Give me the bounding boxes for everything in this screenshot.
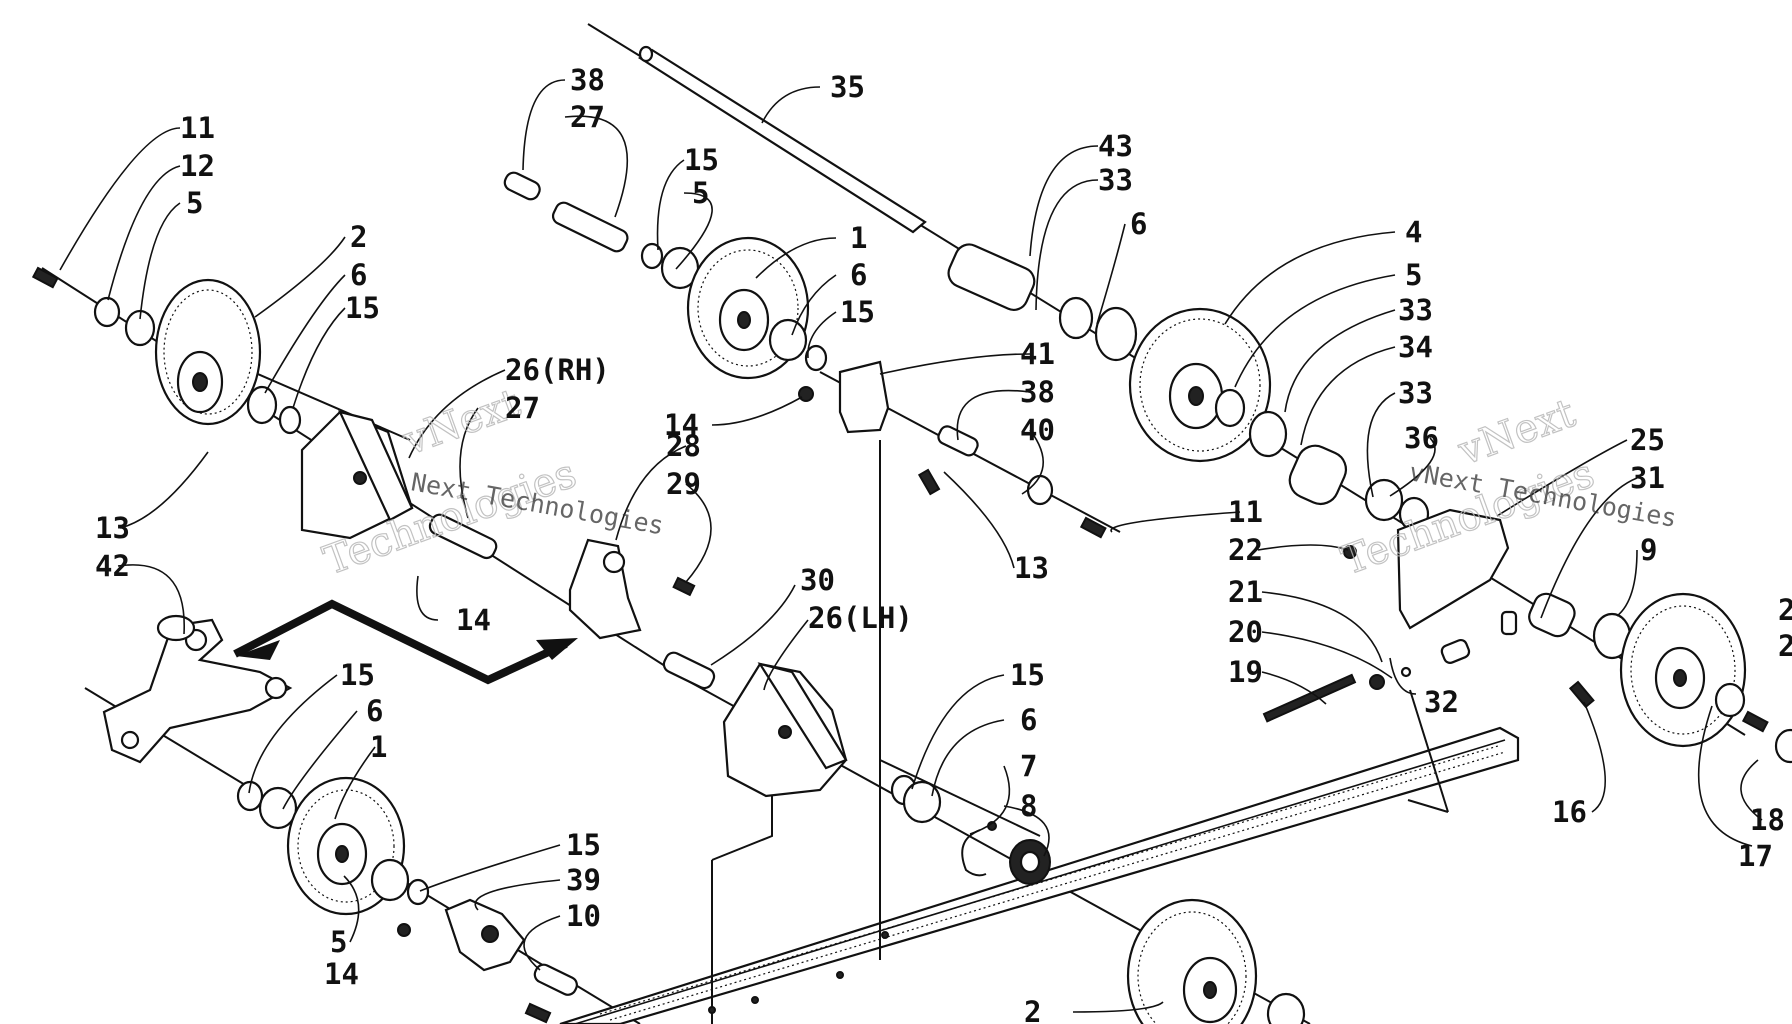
callout-42: 42	[95, 549, 130, 583]
callout-6: 6	[366, 694, 383, 728]
callout-12: 12	[180, 149, 215, 183]
callout-4: 4	[1405, 215, 1422, 249]
callout-40: 40	[1020, 413, 1055, 447]
callout-33: 33	[1098, 163, 1133, 197]
callout-20: 20	[1228, 615, 1263, 649]
bracket-26-lh	[662, 651, 848, 798]
bracket-28	[568, 538, 696, 640]
callout-31: 31	[1630, 461, 1665, 495]
callout-5: 5	[692, 176, 709, 210]
callout-10: 10	[566, 899, 601, 933]
callout-33: 33	[1398, 376, 1433, 410]
callout-18: 18	[1750, 803, 1785, 837]
callout-5: 5	[330, 925, 347, 959]
callout-22: 22	[1228, 533, 1263, 567]
callout-1: 1	[370, 730, 387, 764]
callout-29: 29	[666, 467, 701, 501]
wheel-4-upper-right	[947, 243, 1430, 532]
callout-21: 21	[1228, 575, 1263, 609]
callout-27: 27	[570, 100, 605, 134]
callout-6: 6	[1130, 207, 1147, 241]
wheel-1-upper	[503, 171, 828, 380]
callout-6: 6	[850, 258, 867, 292]
callout-2-right-partial: 2	[1778, 629, 1792, 663]
callout-30: 30	[800, 563, 835, 597]
callout-7: 7	[1020, 749, 1037, 783]
callout-2: 2	[1024, 995, 1041, 1024]
block-39	[397, 898, 578, 1024]
callout-2: 2	[350, 220, 367, 254]
bolt-19-group	[1262, 638, 1595, 723]
callout-6: 6	[350, 258, 367, 292]
callout-39: 39	[566, 863, 601, 897]
shaft-35	[637, 45, 927, 234]
bracket-41	[798, 360, 1107, 539]
callout-17: 17	[1738, 839, 1773, 873]
callout-38: 38	[1020, 375, 1055, 409]
bracket-26-rh	[300, 410, 498, 560]
callout-11: 11	[180, 111, 215, 145]
callout-26-rh: 26(RH)	[505, 353, 610, 387]
callout-1: 1	[850, 221, 867, 255]
callout-labels: 11 12 5 2 6 15 26(RH) 27 13 42 38 27 35 …	[95, 63, 1792, 1024]
wheel-2-lower	[1126, 898, 1306, 1024]
callout-36: 36	[1404, 421, 1439, 455]
hub-group-7-8	[890, 774, 1051, 885]
callout-8: 8	[1020, 789, 1037, 823]
direction-arrow	[233, 599, 578, 685]
callout-15: 15	[345, 291, 380, 325]
wheel-right	[1619, 592, 1792, 764]
callout-14: 14	[324, 957, 359, 991]
callout-14: 14	[664, 408, 699, 442]
callout-11: 11	[1228, 495, 1263, 529]
callout-14: 14	[456, 603, 491, 637]
callout-2-right-partial: 2	[1778, 593, 1792, 627]
callout-15: 15	[684, 143, 719, 177]
callout-25: 25	[1630, 423, 1665, 457]
callout-15: 15	[340, 658, 375, 692]
callout-13: 13	[1014, 551, 1049, 585]
callout-16: 16	[1552, 795, 1587, 829]
callout-43: 43	[1098, 129, 1133, 163]
callout-34: 34	[1398, 330, 1433, 364]
wheel-2-upper-left	[31, 266, 302, 435]
wheel-1-lower	[236, 776, 430, 916]
callout-27: 27	[505, 391, 540, 425]
callout-32: 32	[1424, 685, 1459, 719]
callout-15: 15	[566, 828, 601, 862]
callout-26-lh: 26(LH)	[808, 601, 913, 635]
callout-28: 28	[666, 429, 701, 463]
callout-9: 9	[1640, 533, 1657, 567]
callout-5: 5	[186, 186, 203, 220]
callout-41: 41	[1020, 337, 1055, 371]
callout-15: 15	[1010, 658, 1045, 692]
leader-lines	[59, 79, 1763, 1013]
callout-35: 35	[830, 70, 865, 104]
callout-19: 19	[1228, 655, 1263, 689]
callout-6: 6	[1020, 703, 1037, 737]
callout-13: 13	[95, 511, 130, 545]
plate-25	[1343, 508, 1632, 660]
callout-38: 38	[570, 63, 605, 97]
callout-33: 33	[1398, 293, 1433, 327]
callout-5: 5	[1405, 258, 1422, 292]
callout-15: 15	[840, 295, 875, 329]
arm-42	[102, 614, 293, 764]
